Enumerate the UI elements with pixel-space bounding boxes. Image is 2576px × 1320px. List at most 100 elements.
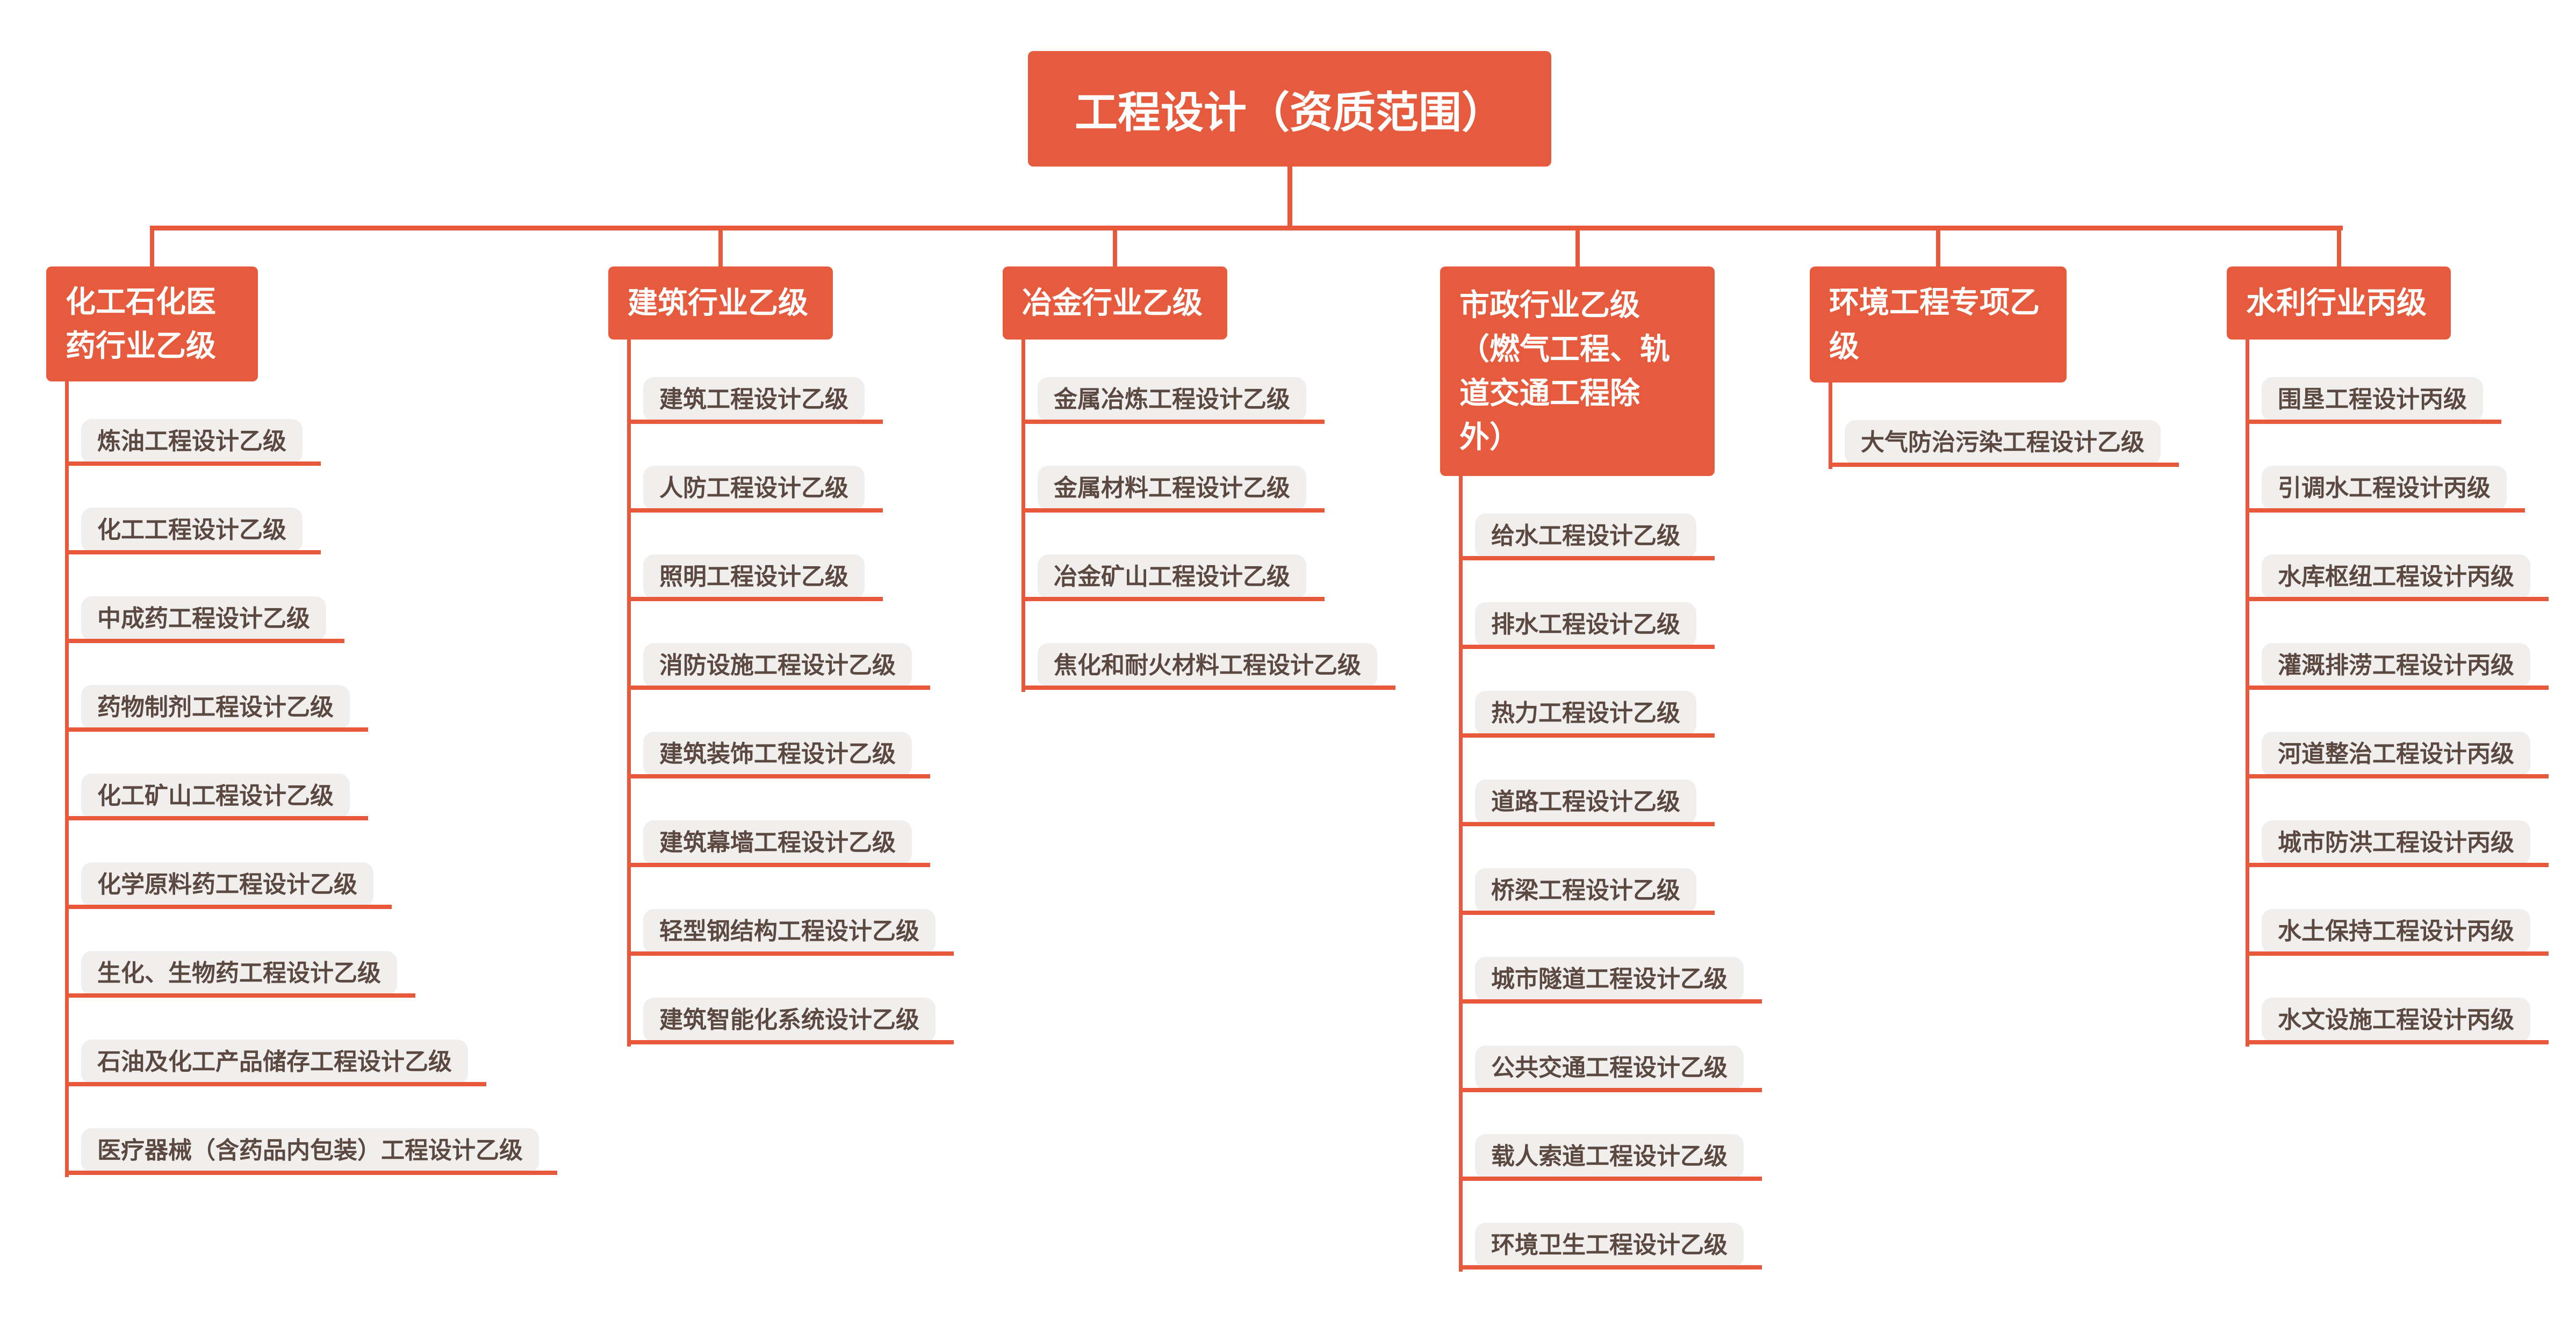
item-pill[interactable]: 给水工程设计乙级 xyxy=(1475,514,1696,558)
connector-branch-stub xyxy=(2336,230,2341,268)
root-label: 工程设计（资质范围） xyxy=(1075,88,1505,136)
connector-item-underline xyxy=(67,639,344,643)
connector-item-underline xyxy=(2247,597,2549,601)
tree-item: 水文设施工程设计丙级 xyxy=(2247,998,2549,1044)
item-pill[interactable]: 消防设施工程设计乙级 xyxy=(643,643,912,688)
tree-item: 中成药工程设计乙级 xyxy=(67,596,344,643)
connector-item-underline xyxy=(2247,863,2549,867)
tree-item: 城市隧道工程设计乙级 xyxy=(1460,957,1762,1004)
branch-header[interactable]: 化工石化医 药行业乙级 xyxy=(46,266,258,381)
item-pill[interactable]: 建筑幕墙工程设计乙级 xyxy=(643,820,912,865)
item-pill[interactable]: 金属冶炼工程设计乙级 xyxy=(1038,377,1306,422)
connector-item-underline xyxy=(67,727,368,732)
item-pill[interactable]: 灌溉排涝工程设计丙级 xyxy=(2262,643,2530,688)
branch-items: 建筑工程设计乙级 人防工程设计乙级 照明工程设计乙级 消防设施工程设计乙级 建筑… xyxy=(627,340,954,1047)
item-pill[interactable]: 药物制剂工程设计乙级 xyxy=(81,685,350,730)
item-pill[interactable]: 化工矿山工程设计乙级 xyxy=(81,774,350,818)
tree-item: 冶金矿山工程设计乙级 xyxy=(1023,554,1325,601)
tree-item: 水库枢纽工程设计丙级 xyxy=(2247,554,2549,601)
item-pill[interactable]: 河道整治工程设计丙级 xyxy=(2262,732,2530,776)
item-pill[interactable]: 建筑智能化系统设计乙级 xyxy=(643,998,936,1042)
connector-item-underline xyxy=(1023,508,1325,513)
item-pill[interactable]: 石油及化工产品储存工程设计乙级 xyxy=(81,1040,468,1084)
branch-header[interactable]: 环境工程专项乙 级 xyxy=(1810,266,2067,383)
connector-item-underline xyxy=(1460,1265,1762,1269)
tree-item: 建筑装饰工程设计乙级 xyxy=(629,732,930,778)
item-pill[interactable]: 道路工程设计乙级 xyxy=(1475,780,1696,824)
tree-item: 河道整治工程设计丙级 xyxy=(2247,732,2549,778)
branch-header[interactable]: 建筑行业乙级 xyxy=(608,266,833,340)
tree-item: 载人索道工程设计乙级 xyxy=(1460,1134,1762,1181)
branch-header[interactable]: 冶金行业乙级 xyxy=(1003,266,1227,340)
item-pill[interactable]: 建筑装饰工程设计乙级 xyxy=(643,732,912,776)
item-pill[interactable]: 焦化和耐火材料工程设计乙级 xyxy=(1038,643,1377,688)
branch: 水利行业丙级 围垦工程设计丙级 引调水工程设计丙级 水库枢纽工程设计丙级 灌溉排… xyxy=(2227,230,2549,1047)
connector-item-underline xyxy=(2247,686,2549,690)
tree-item: 引调水工程设计丙级 xyxy=(2247,466,2525,513)
item-pill[interactable]: 围垦工程设计丙级 xyxy=(2262,377,2483,422)
item-pill[interactable]: 桥梁工程设计乙级 xyxy=(1475,868,1696,913)
item-pill[interactable]: 公共交通工程设计乙级 xyxy=(1475,1045,1744,1090)
tree-item: 围垦工程设计丙级 xyxy=(2247,377,2501,424)
connector-item-underline xyxy=(1460,645,1715,649)
item-pill[interactable]: 引调水工程设计丙级 xyxy=(2262,466,2507,510)
branch-label: 水利行业丙级 xyxy=(2246,286,2427,320)
connector-item-underline xyxy=(629,863,930,867)
item-pill[interactable]: 人防工程设计乙级 xyxy=(643,466,865,510)
branch-header[interactable]: 水利行业丙级 xyxy=(2227,266,2451,340)
item-pill[interactable]: 金属材料工程设计乙级 xyxy=(1038,466,1306,510)
branch: 冶金行业乙级 金属冶炼工程设计乙级 金属材料工程设计乙级 冶金矿山工程设计乙级 … xyxy=(1003,230,1395,692)
connector-branch-rail xyxy=(1021,340,1025,692)
item-pill[interactable]: 照明工程设计乙级 xyxy=(643,554,865,599)
item-pill[interactable]: 生化、生物药工程设计乙级 xyxy=(81,951,397,996)
connector-item-underline xyxy=(1460,911,1715,915)
tree-item: 焦化和耐火材料工程设计乙级 xyxy=(1023,643,1395,690)
connector-item-underline xyxy=(1460,1088,1762,1092)
tree-item: 金属材料工程设计乙级 xyxy=(1023,466,1325,513)
tree-item: 炼油工程设计乙级 xyxy=(67,419,321,466)
connector-item-underline xyxy=(67,1171,557,1175)
connector-item-underline xyxy=(629,597,883,601)
item-pill[interactable]: 环境卫生工程设计乙级 xyxy=(1475,1223,1744,1267)
item-pill[interactable]: 水土保持工程设计丙级 xyxy=(2262,909,2530,954)
tree-item: 给水工程设计乙级 xyxy=(1460,514,1715,560)
connector-item-underline xyxy=(629,951,954,956)
connector-item-underline xyxy=(1460,1177,1762,1181)
connector-item-underline xyxy=(2247,951,2549,956)
connector-item-underline xyxy=(67,1082,486,1086)
connector-item-underline xyxy=(629,686,930,690)
root-node[interactable]: 工程设计（资质范围） xyxy=(1028,51,1551,167)
item-pill[interactable]: 城市防洪工程设计丙级 xyxy=(2262,820,2530,865)
item-pill[interactable]: 轻型钢结构工程设计乙级 xyxy=(643,909,936,954)
connector-item-underline xyxy=(1460,556,1715,560)
item-pill[interactable]: 化学原料药工程设计乙级 xyxy=(81,862,373,907)
item-pill[interactable]: 大气防治污染工程设计乙级 xyxy=(1845,420,2161,465)
branch-label: 市政行业乙级 （燃气工程、轨 道交通工程除 外） xyxy=(1459,288,1670,454)
connector-item-underline xyxy=(629,774,930,778)
item-pill[interactable]: 中成药工程设计乙级 xyxy=(81,596,326,641)
connector-item-underline xyxy=(67,816,368,820)
connector-item-underline xyxy=(67,550,321,554)
tree-item: 桥梁工程设计乙级 xyxy=(1460,868,1715,915)
tree-item: 灌溉排涝工程设计丙级 xyxy=(2247,643,2549,690)
branch: 环境工程专项乙 级 大气防治污染工程设计乙级 xyxy=(1810,230,2179,469)
item-pill[interactable]: 排水工程设计乙级 xyxy=(1475,602,1696,647)
connector-branch-stub xyxy=(718,230,723,268)
item-pill[interactable]: 炼油工程设计乙级 xyxy=(81,419,303,464)
item-pill[interactable]: 建筑工程设计乙级 xyxy=(643,377,865,422)
connector-item-underline xyxy=(1460,822,1715,826)
item-pill[interactable]: 冶金矿山工程设计乙级 xyxy=(1038,554,1306,599)
connector-item-underline xyxy=(1023,420,1325,424)
tree-item: 化工工程设计乙级 xyxy=(67,508,321,554)
item-pill[interactable]: 水库枢纽工程设计丙级 xyxy=(2262,554,2530,599)
item-pill[interactable]: 载人索道工程设计乙级 xyxy=(1475,1134,1744,1179)
item-pill[interactable]: 水文设施工程设计丙级 xyxy=(2262,998,2530,1042)
tree-item: 城市防洪工程设计丙级 xyxy=(2247,820,2549,867)
item-pill[interactable]: 城市隧道工程设计乙级 xyxy=(1475,957,1744,1001)
branch-header[interactable]: 市政行业乙级 （燃气工程、轨 道交通工程除 外） xyxy=(1440,266,1715,476)
item-pill[interactable]: 化工工程设计乙级 xyxy=(81,508,303,552)
item-pill[interactable]: 热力工程设计乙级 xyxy=(1475,691,1696,735)
branch-items: 给水工程设计乙级 排水工程设计乙级 热力工程设计乙级 道路工程设计乙级 桥梁工程… xyxy=(1459,476,1762,1272)
item-pill[interactable]: 医疗器械（含药品内包装）工程设计乙级 xyxy=(81,1128,539,1173)
